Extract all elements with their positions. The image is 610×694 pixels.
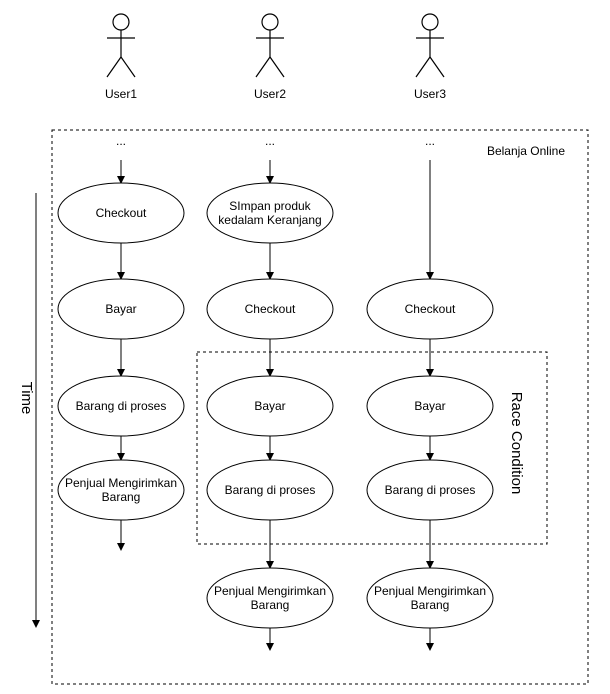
actor-head (112, 13, 130, 31)
actor-leg-left (106, 56, 122, 78)
process-node-barang-di-proses: Barang di proses (206, 459, 334, 521)
process-node-checkout: Checkout (57, 182, 185, 244)
node-shape (206, 459, 334, 521)
lane-ellipsis: ... (425, 134, 435, 148)
node-shape (206, 182, 334, 244)
process-node-checkout: Checkout (206, 278, 334, 340)
node-shape (206, 278, 334, 340)
node-shape (366, 567, 494, 629)
time-axis-label: Time (18, 382, 35, 415)
node-label: Checkout (405, 302, 456, 316)
actor-user2: User2 (254, 13, 286, 101)
node-shape (366, 375, 494, 437)
lane-ellipsis: ... (116, 134, 126, 148)
actor-head (261, 13, 279, 31)
node-label: Barang di proses (225, 483, 316, 497)
belanja-online-container (51, 129, 589, 685)
process-node-bayar: Bayar (206, 375, 334, 437)
actor-label: User3 (414, 87, 446, 101)
node-label: Barang di proses (385, 483, 476, 497)
actor-head (421, 13, 439, 31)
node-shape (366, 459, 494, 521)
node-shape (206, 375, 334, 437)
actor-leg-left (415, 56, 431, 78)
node-shape (366, 278, 494, 340)
node-shape (206, 567, 334, 629)
node-shape (57, 278, 185, 340)
process-node-bayar: Bayar (57, 278, 185, 340)
node-label: Bayar (105, 302, 136, 316)
container-label-race-condition: Race Condition (508, 392, 525, 495)
actor-user3: User3 (414, 13, 446, 101)
node-label: Barang di proses (76, 399, 167, 413)
actor-leg-right (429, 56, 445, 78)
lane-ellipsis: ... (265, 134, 275, 148)
node-shape (57, 459, 185, 521)
process-node-checkout: Checkout (366, 278, 494, 340)
actor-leg-left (255, 56, 271, 78)
node-label: Checkout (96, 206, 147, 220)
actor-user1: User1 (105, 13, 137, 101)
node-label: Bayar (414, 399, 445, 413)
process-node-bayar: Bayar (366, 375, 494, 437)
container-label-belanja-online: Belanja Online (487, 144, 565, 158)
race-condition-container (196, 351, 548, 545)
node-label: Checkout (245, 302, 296, 316)
process-node-barang-di-proses: Barang di proses (57, 375, 185, 437)
actor-leg-right (269, 56, 285, 78)
actor-label: User1 (105, 87, 137, 101)
node-label: Bayar (254, 399, 285, 413)
actor-label: User2 (254, 87, 286, 101)
process-node-barang-di-proses: Barang di proses (366, 459, 494, 521)
node-shape (57, 182, 185, 244)
actor-leg-right (120, 56, 136, 78)
node-shape (57, 375, 185, 437)
